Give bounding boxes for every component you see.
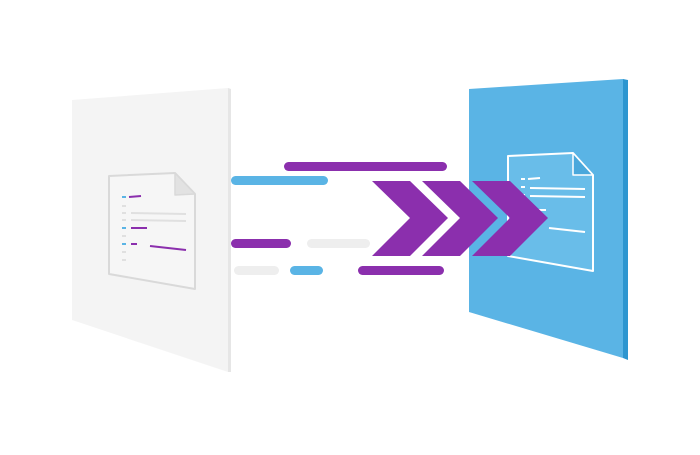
source-panel (72, 88, 231, 372)
chevron-right-icon (422, 181, 498, 256)
transfer-arrows (372, 181, 548, 256)
transfer-bar (284, 162, 447, 171)
transfer-bar (290, 266, 323, 275)
transfer-bar (307, 239, 370, 248)
document-icon (507, 152, 594, 272)
code-lines (122, 195, 187, 261)
transfer-bars (231, 162, 447, 275)
transfer-bar (358, 266, 444, 275)
transfer-bar (234, 266, 279, 275)
chevron-right-icon (372, 181, 448, 256)
source-panel-edge (228, 88, 231, 372)
transfer-bar (231, 176, 328, 185)
target-panel-edge (623, 79, 628, 360)
transfer-bar (231, 239, 291, 248)
chevron-right-icon (472, 181, 548, 256)
document-icon (108, 172, 196, 290)
